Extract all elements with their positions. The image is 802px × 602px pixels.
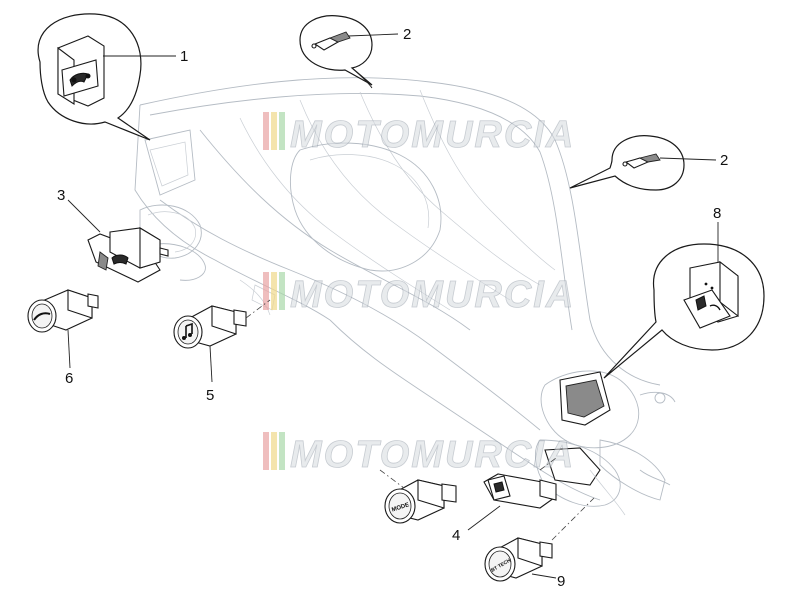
watermark-stripe-red — [263, 272, 269, 310]
callout-bubble-8 — [603, 243, 765, 379]
assembly-line-mode — [379, 469, 405, 489]
watermark-bottom: MOTOMURCIA — [263, 432, 575, 476]
callout-label-3: 3 — [57, 187, 65, 204]
rocker-switch-icon — [683, 260, 739, 329]
watermark-text: MOTOMURCIA — [290, 434, 575, 476]
mode-button-icon: MODE — [384, 479, 457, 524]
callout-label-8: 8 — [713, 205, 721, 222]
watermark-text: MOTOMURCIA — [290, 114, 575, 156]
leader-line-3 — [67, 199, 101, 233]
watermark-stripe-red — [263, 112, 269, 150]
watermark-stripe-green — [279, 112, 285, 150]
mode-button-label: MODE — [391, 502, 410, 513]
callout-label-9: 9 — [557, 573, 565, 590]
watermark-top: MOTOMURCIA — [263, 112, 575, 156]
callout-label-2b: 2 — [720, 152, 728, 169]
leader-tail-2a — [351, 67, 373, 89]
part-9-group: BT TECH 9 — [484, 497, 595, 590]
leader-line-6 — [67, 329, 71, 369]
part-5-group: 5 — [173, 299, 271, 404]
leader-line-2b — [659, 157, 717, 161]
leader-line-9 — [531, 573, 557, 579]
part-1-group: 1 — [37, 13, 188, 141]
part-2a-group: 2 — [299, 15, 411, 89]
bt-tech-button-icon: BT TECH — [484, 537, 553, 582]
bulb-icon — [311, 31, 351, 51]
watermark-stripe-yellow — [271, 272, 277, 310]
part-2b-group: 2 — [569, 135, 728, 191]
callout-label-6: 6 — [65, 370, 73, 387]
part-4-group: 4 — [452, 457, 557, 544]
assembly-line-9 — [551, 497, 595, 541]
bulb-icon — [622, 153, 661, 169]
seat-release-button-icon — [27, 289, 99, 333]
music-note-button-icon — [173, 305, 247, 349]
small-switch-icon — [483, 473, 557, 509]
watermark-stripe-green — [279, 432, 285, 470]
callout-label-2a: 2 — [403, 26, 411, 43]
leader-line-2a — [347, 33, 399, 37]
watermark-stripe-red — [263, 432, 269, 470]
part-6-group: 6 — [27, 289, 99, 387]
watermark-stripe-green — [279, 272, 285, 310]
hazard-switch-icon — [57, 35, 105, 107]
part-3-group: 3 — [57, 187, 169, 283]
dashboard-ghost-outline — [134, 77, 676, 516]
switch-with-bracket-icon — [87, 227, 169, 283]
callout-bubble-2a — [299, 15, 373, 86]
watermark-middle: MOTOMURCIA — [263, 272, 575, 316]
part-8-group: 8 — [603, 205, 765, 379]
assembly-line-5 — [245, 299, 271, 319]
callout-label-4: 4 — [452, 527, 460, 544]
watermark-text: MOTOMURCIA — [290, 274, 575, 316]
callout-label-1: 1 — [180, 48, 188, 65]
watermark-stripe-yellow — [271, 112, 277, 150]
assembly-line-4 — [539, 457, 557, 471]
callout-label-5: 5 — [206, 387, 214, 404]
mode-button-group: MODE — [379, 469, 457, 524]
watermark-stripe-yellow — [271, 432, 277, 470]
leader-line-5 — [209, 345, 213, 383]
leader-line-4 — [467, 505, 501, 531]
